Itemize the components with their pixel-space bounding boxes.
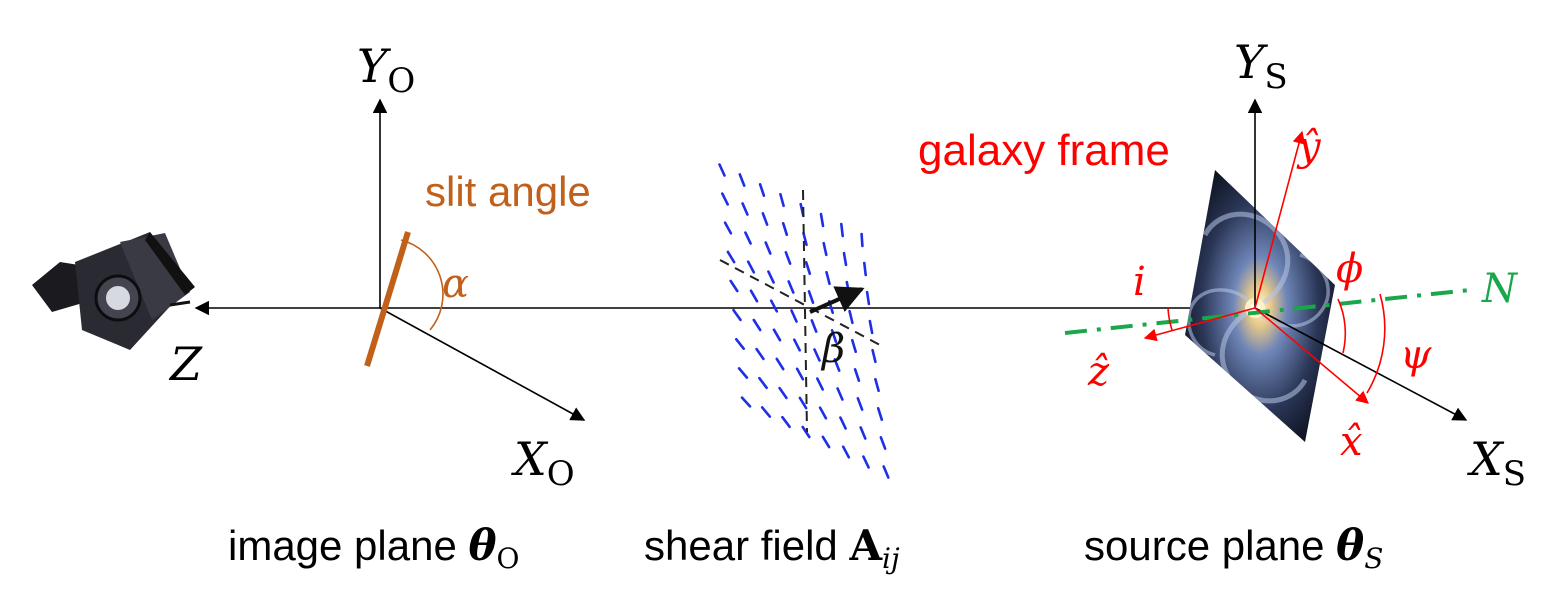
shear-stick (818, 406, 828, 420)
alpha-arc (400, 239, 444, 331)
shear-stick (839, 416, 847, 430)
beta-arrow (809, 286, 865, 314)
z-hat-label: ẑ (1087, 349, 1110, 395)
shear-stick (749, 289, 759, 303)
shear-stick (752, 318, 762, 332)
shear-stick (720, 192, 730, 206)
shear-stick (741, 202, 749, 216)
alpha-label: α (442, 261, 469, 307)
shear-stick (761, 212, 769, 226)
source-plane-caption: source plane θS (1084, 521, 1383, 575)
shear-stick (767, 270, 775, 284)
shear-stick (718, 163, 726, 177)
shear-stick (862, 261, 868, 277)
shear-stick (779, 192, 785, 208)
shear-stick (784, 251, 792, 265)
shear-stick (848, 309, 854, 325)
shear-stick (874, 377, 880, 393)
shear-stick (802, 231, 808, 247)
shear-field (718, 163, 890, 479)
image-x-axis-label: XO (511, 432, 575, 494)
beta-label: β (820, 326, 845, 372)
shear-stick (815, 377, 825, 391)
shear-stick (845, 280, 851, 296)
shear-stick (778, 386, 788, 400)
slit-angle-label: slit angle (425, 168, 591, 215)
shear-stick (819, 212, 825, 228)
shear-stick (772, 328, 782, 342)
shear-stick (781, 222, 789, 236)
x-hat-label: x̂ (1340, 419, 1363, 465)
shear-stick (836, 387, 844, 401)
shear-stick (769, 299, 779, 313)
y-hat-label: ŷ (1296, 124, 1322, 170)
shear-stick (879, 436, 887, 450)
shear-stick (760, 406, 772, 418)
shear-stick (830, 328, 838, 344)
shear-stick (882, 465, 890, 479)
shear-stick (804, 260, 812, 276)
shear-stick (798, 396, 808, 410)
image-plane-caption: image plane θO (228, 521, 519, 575)
shear-stick (860, 232, 864, 248)
shear-stick (737, 367, 749, 379)
shear-stick (822, 241, 828, 257)
shear-stick (871, 348, 877, 364)
shear-stick (792, 338, 802, 352)
shear-field-caption: shear field Aij (644, 521, 900, 575)
shear-stick (746, 260, 756, 274)
shear-stick (787, 280, 795, 294)
shear-stick (726, 250, 736, 264)
node-label: N (1481, 266, 1519, 312)
shear-stick (775, 357, 785, 371)
phi-label: ϕ (1336, 246, 1363, 292)
shear-stick (841, 445, 851, 459)
shear-stick (850, 338, 858, 354)
shear-stick (755, 347, 765, 361)
shear-stick (740, 396, 752, 408)
shear-stick (738, 173, 746, 187)
shear-stick (876, 406, 884, 422)
source-x-axis-label: XS (1467, 432, 1526, 494)
shear-stick (853, 367, 861, 383)
psi-label: ψ (1400, 332, 1432, 378)
shear-stick (764, 241, 772, 255)
shear-stick (821, 435, 831, 449)
slit-line (364, 231, 411, 367)
shear-stick (859, 426, 867, 440)
telescope-icon (32, 232, 195, 350)
shear-stick (723, 221, 733, 235)
shear-stick (790, 309, 798, 323)
line-of-nodes (1064, 288, 1471, 335)
shear-stick (744, 231, 752, 245)
shear-stick (862, 455, 870, 469)
shear-stick (856, 397, 864, 411)
shear-stick (758, 183, 766, 197)
shear-stick (842, 251, 848, 267)
inclination-label: i (1133, 259, 1146, 305)
shear-stick (807, 289, 815, 305)
galaxy-frame-label: galaxy frame (918, 126, 1170, 175)
source-plane-axes (1247, 98, 1468, 421)
shear-stick (865, 290, 871, 306)
shear-stick (833, 358, 841, 372)
source-y-axis-label: YS (1234, 35, 1288, 97)
shear-stick (839, 222, 845, 238)
shear-stick (795, 367, 805, 381)
shear-stick (732, 308, 742, 322)
image-y-axis-label: YO (357, 39, 415, 101)
galaxy-frame-axes (1143, 130, 1386, 404)
z-axis-label: Z (168, 337, 203, 391)
shear-stick (758, 376, 768, 390)
shear-stick (813, 348, 821, 362)
shear-stick (825, 270, 831, 286)
shear-stick (810, 319, 818, 333)
image-plane-axes (364, 98, 586, 421)
shear-stick (868, 319, 874, 335)
shear-stick (729, 279, 739, 293)
shear-stick (734, 337, 746, 351)
shear-stick (781, 415, 791, 429)
